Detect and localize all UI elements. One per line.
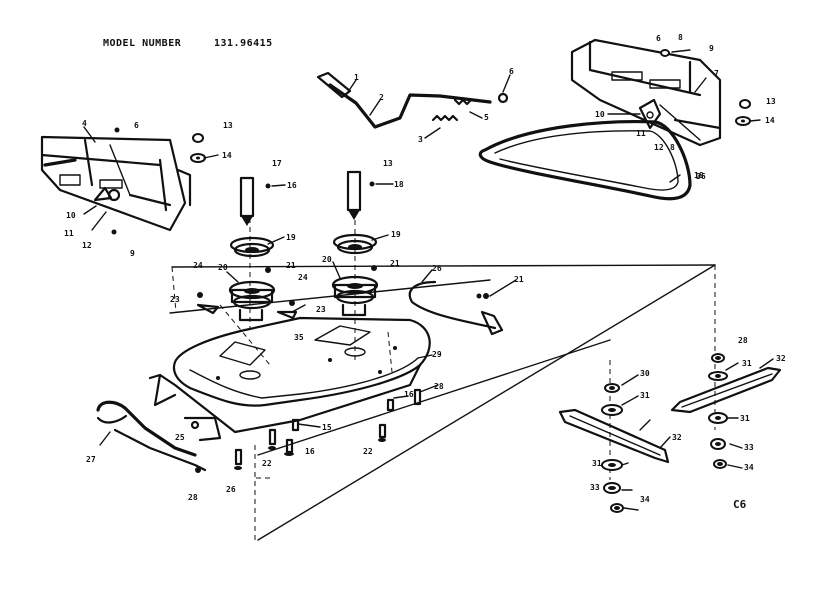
callout-35: 35: [294, 333, 304, 342]
callout-17: 17: [272, 159, 282, 168]
callout-28: 28: [434, 382, 444, 391]
callout-12: 12: [82, 241, 92, 250]
deck-bolts: [234, 388, 422, 470]
callout-25: 25: [175, 433, 185, 442]
callout-14b: 14: [765, 116, 775, 125]
diagram-reference-code: C6: [733, 498, 747, 511]
callout-4: 4: [82, 119, 87, 128]
callout-26: 26: [432, 264, 442, 273]
callout-18b: 18: [694, 171, 704, 180]
spindle-assembly-left: [228, 176, 276, 322]
blade-hardware-left: [601, 383, 624, 513]
callout-21: 21: [286, 261, 296, 270]
callout-20b: 20: [322, 255, 332, 264]
right-mounting-bracket: [570, 38, 722, 147]
model-number-value: 131.96415: [214, 38, 273, 49]
model-number-label: MODEL NUMBER: [103, 38, 182, 49]
callout-9b: 9: [709, 44, 714, 53]
callout-28b: 28: [738, 336, 748, 345]
mower-deck-housing: [148, 316, 431, 434]
callout-leader-lines: [83, 49, 774, 511]
blade-right: [670, 366, 782, 414]
callout-36: 36: [696, 172, 706, 181]
callout-29: 29: [432, 350, 442, 359]
callout-32b: 32: [672, 433, 682, 442]
callout-31d: 31: [592, 459, 602, 468]
callout-10b: 10: [595, 110, 605, 119]
callout-21b: 21: [390, 259, 400, 268]
front-hanger-bracket: [96, 400, 222, 473]
callout-6: 6: [509, 67, 514, 76]
callout-numbers: 1 2 3 4 5 6 6 6 7 8 8 9 9 10 10 11 11 12…: [64, 33, 786, 504]
spindle-assembly-right: [331, 170, 379, 317]
callout-10: 10: [66, 211, 76, 220]
callout-31: 31: [640, 391, 650, 400]
callout-8b: 8: [670, 143, 675, 152]
callout-34: 34: [640, 495, 650, 504]
callout-3: 3: [418, 135, 423, 144]
callout-12b: 12: [654, 143, 664, 152]
callout-32: 32: [776, 354, 786, 363]
blade-hardware-right: [708, 353, 728, 469]
callout-6b: 6: [134, 121, 139, 130]
callout-5: 5: [484, 113, 489, 122]
callout-23: 23: [170, 295, 180, 304]
callout-16b: 16: [404, 390, 414, 399]
callout-30: 30: [640, 369, 650, 378]
callout-9: 9: [130, 249, 135, 258]
left-mounting-bracket: [40, 135, 192, 232]
callout-15: 15: [322, 423, 332, 432]
callout-13b: 13: [766, 97, 776, 106]
callout-31c: 31: [740, 414, 750, 423]
callout-2: 2: [379, 93, 384, 102]
assembly-guide-lines: [169, 264, 716, 541]
callout-19b: 19: [391, 230, 401, 239]
callout-13: 13: [223, 121, 233, 130]
control-cable: [408, 280, 504, 336]
callout-31b: 31: [742, 359, 752, 368]
callout-11b: 11: [636, 129, 646, 138]
callout-16c: 16: [305, 447, 315, 456]
callout-26b: 26: [226, 485, 236, 494]
callout-34b: 34: [744, 463, 754, 472]
callout-24: 24: [193, 261, 203, 270]
callout-14: 14: [222, 151, 232, 160]
callout-20: 20: [218, 263, 228, 272]
callout-33b: 33: [744, 443, 754, 452]
callout-21c: 21: [514, 275, 524, 284]
blade-left: [558, 408, 670, 464]
spindle-hardware: [196, 181, 377, 320]
callout-23b: 23: [316, 305, 326, 314]
callout-13c: 13: [383, 159, 393, 168]
callout-22: 22: [262, 459, 272, 468]
callout-11: 11: [64, 229, 74, 238]
callout-6c: 6: [656, 34, 661, 43]
engagement-linkage-rod: [316, 71, 509, 129]
callout-19: 19: [286, 233, 296, 242]
callout-24b: 24: [298, 273, 308, 282]
callout-27: 27: [86, 455, 96, 464]
misc-washers: [111, 49, 751, 299]
drive-belt: [478, 120, 692, 201]
callout-18: 18: [394, 180, 404, 189]
callout-16: 16: [287, 181, 297, 190]
callout-7: 7: [714, 69, 719, 78]
callout-1: 1: [354, 73, 359, 82]
callout-8: 8: [678, 33, 683, 42]
callout-33: 33: [590, 483, 600, 492]
callout-28c: 28: [188, 493, 198, 502]
callout-22b: 22: [363, 447, 373, 456]
